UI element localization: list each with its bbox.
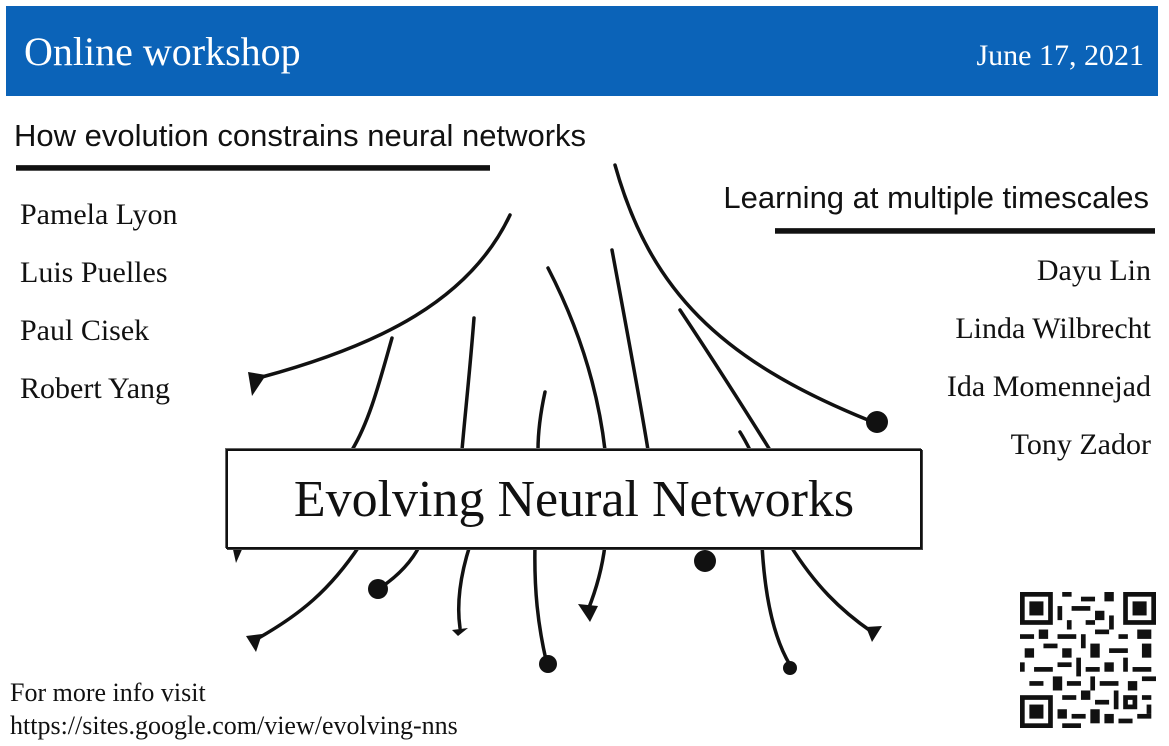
branch-lower-3 [456, 543, 472, 630]
branch-tip-1 [248, 372, 266, 396]
left-speaker-1: Pamela Lyon [20, 198, 178, 231]
right-speaker-2: Linda Wilbrecht [955, 312, 1151, 345]
branch-upper-4 [536, 390, 547, 452]
branch-tip-3 [246, 634, 262, 652]
left-speaker-3: Paul Cisek [20, 314, 150, 347]
branch-lower-6 [760, 543, 792, 667]
right-speaker-1: Dayu Lin [1036, 254, 1151, 287]
right-heading-underline [775, 228, 1155, 234]
branch-upper-7 [613, 163, 870, 422]
info-text: For more info visit [10, 678, 206, 707]
left-track-heading: How evolution constrains neural networks [14, 118, 587, 153]
branch-tip-6 [866, 626, 882, 642]
node-1 [866, 411, 888, 433]
main-title: Evolving Neural Networks [293, 470, 855, 528]
branch-lower-7 [788, 543, 874, 634]
branch-lower-2 [378, 543, 422, 590]
branch-lower-1 [253, 543, 362, 642]
branch-upper-6 [610, 248, 650, 452]
left-heading-underline [16, 165, 490, 171]
branch-tip-4 [452, 628, 468, 636]
node-4 [539, 655, 557, 673]
qr-code-icon [1020, 592, 1156, 728]
branch-upper-5 [546, 266, 607, 452]
node-5 [783, 661, 797, 675]
workshop-label: Online workshop [24, 29, 301, 74]
branch-upper-1 [260, 213, 512, 379]
branch-upper-3 [460, 316, 476, 452]
branch-upper-9 [738, 430, 752, 452]
right-speaker-4: Tony Zador [1010, 428, 1151, 461]
left-speaker-2: Luis Puelles [20, 256, 168, 289]
info-url[interactable]: https://sites.google.com/view/evolving-n… [10, 711, 458, 740]
right-track-heading: Learning at multiple timescales [723, 180, 1149, 215]
branch-lower-5 [586, 543, 607, 612]
left-speaker-4: Robert Yang [20, 372, 171, 405]
right-speaker-3: Ida Momennejad [946, 370, 1151, 403]
node-3 [694, 550, 716, 572]
workshop-date: June 17, 2021 [976, 39, 1145, 72]
branch-upper-2 [350, 336, 394, 452]
branch-tip-5 [578, 604, 598, 622]
node-2 [368, 579, 388, 599]
main-title-box: Evolving Neural Networks [226, 449, 922, 549]
branch-tip-2 [232, 545, 244, 563]
info-block: For more info visit https://sites.google… [10, 676, 458, 742]
header-banner: Online workshop June 17, 2021 [6, 6, 1158, 96]
branch-lower-4 [533, 543, 548, 662]
branch-upper-8 [678, 308, 772, 452]
